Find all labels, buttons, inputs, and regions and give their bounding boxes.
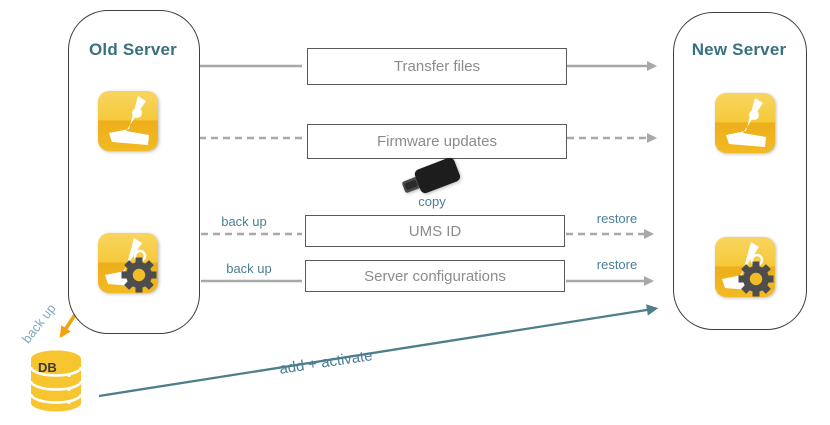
usb-stick-icon <box>402 158 461 194</box>
restore-config-label: restore <box>596 257 638 272</box>
ums-console-icon <box>98 91 158 151</box>
old-server-title: Old Server <box>89 40 177 59</box>
step-firmware-updates-label: Firmware updates <box>376 133 498 150</box>
ums-server-gear-icon <box>715 237 775 297</box>
copy-label: copy <box>418 194 446 209</box>
backup-config-label: back up <box>226 261 272 276</box>
add-activate-label: add + activate <box>278 347 374 378</box>
restore-ums-label: restore <box>596 211 638 226</box>
step-transfer-files: Transfer files <box>307 48 567 85</box>
step-ums-id: UMS ID <box>305 215 565 247</box>
new-server-box <box>673 12 807 330</box>
database-icon <box>30 350 82 412</box>
db-label: DB <box>38 360 57 375</box>
step-transfer-files-label: Transfer files <box>393 58 481 75</box>
backup-ums-label: back up <box>221 214 267 229</box>
step-server-configurations-label: Server configurations <box>364 267 506 285</box>
step-firmware-updates: Firmware updates <box>307 124 567 159</box>
ums-server-gear-icon <box>98 233 158 293</box>
ums-console-icon <box>715 93 775 153</box>
step-server-configurations: Server configurations <box>305 260 565 292</box>
step-ums-id-label: UMS ID <box>408 222 462 240</box>
new-server-title: New Server <box>691 40 787 59</box>
db-backup-label: back up <box>18 300 59 347</box>
